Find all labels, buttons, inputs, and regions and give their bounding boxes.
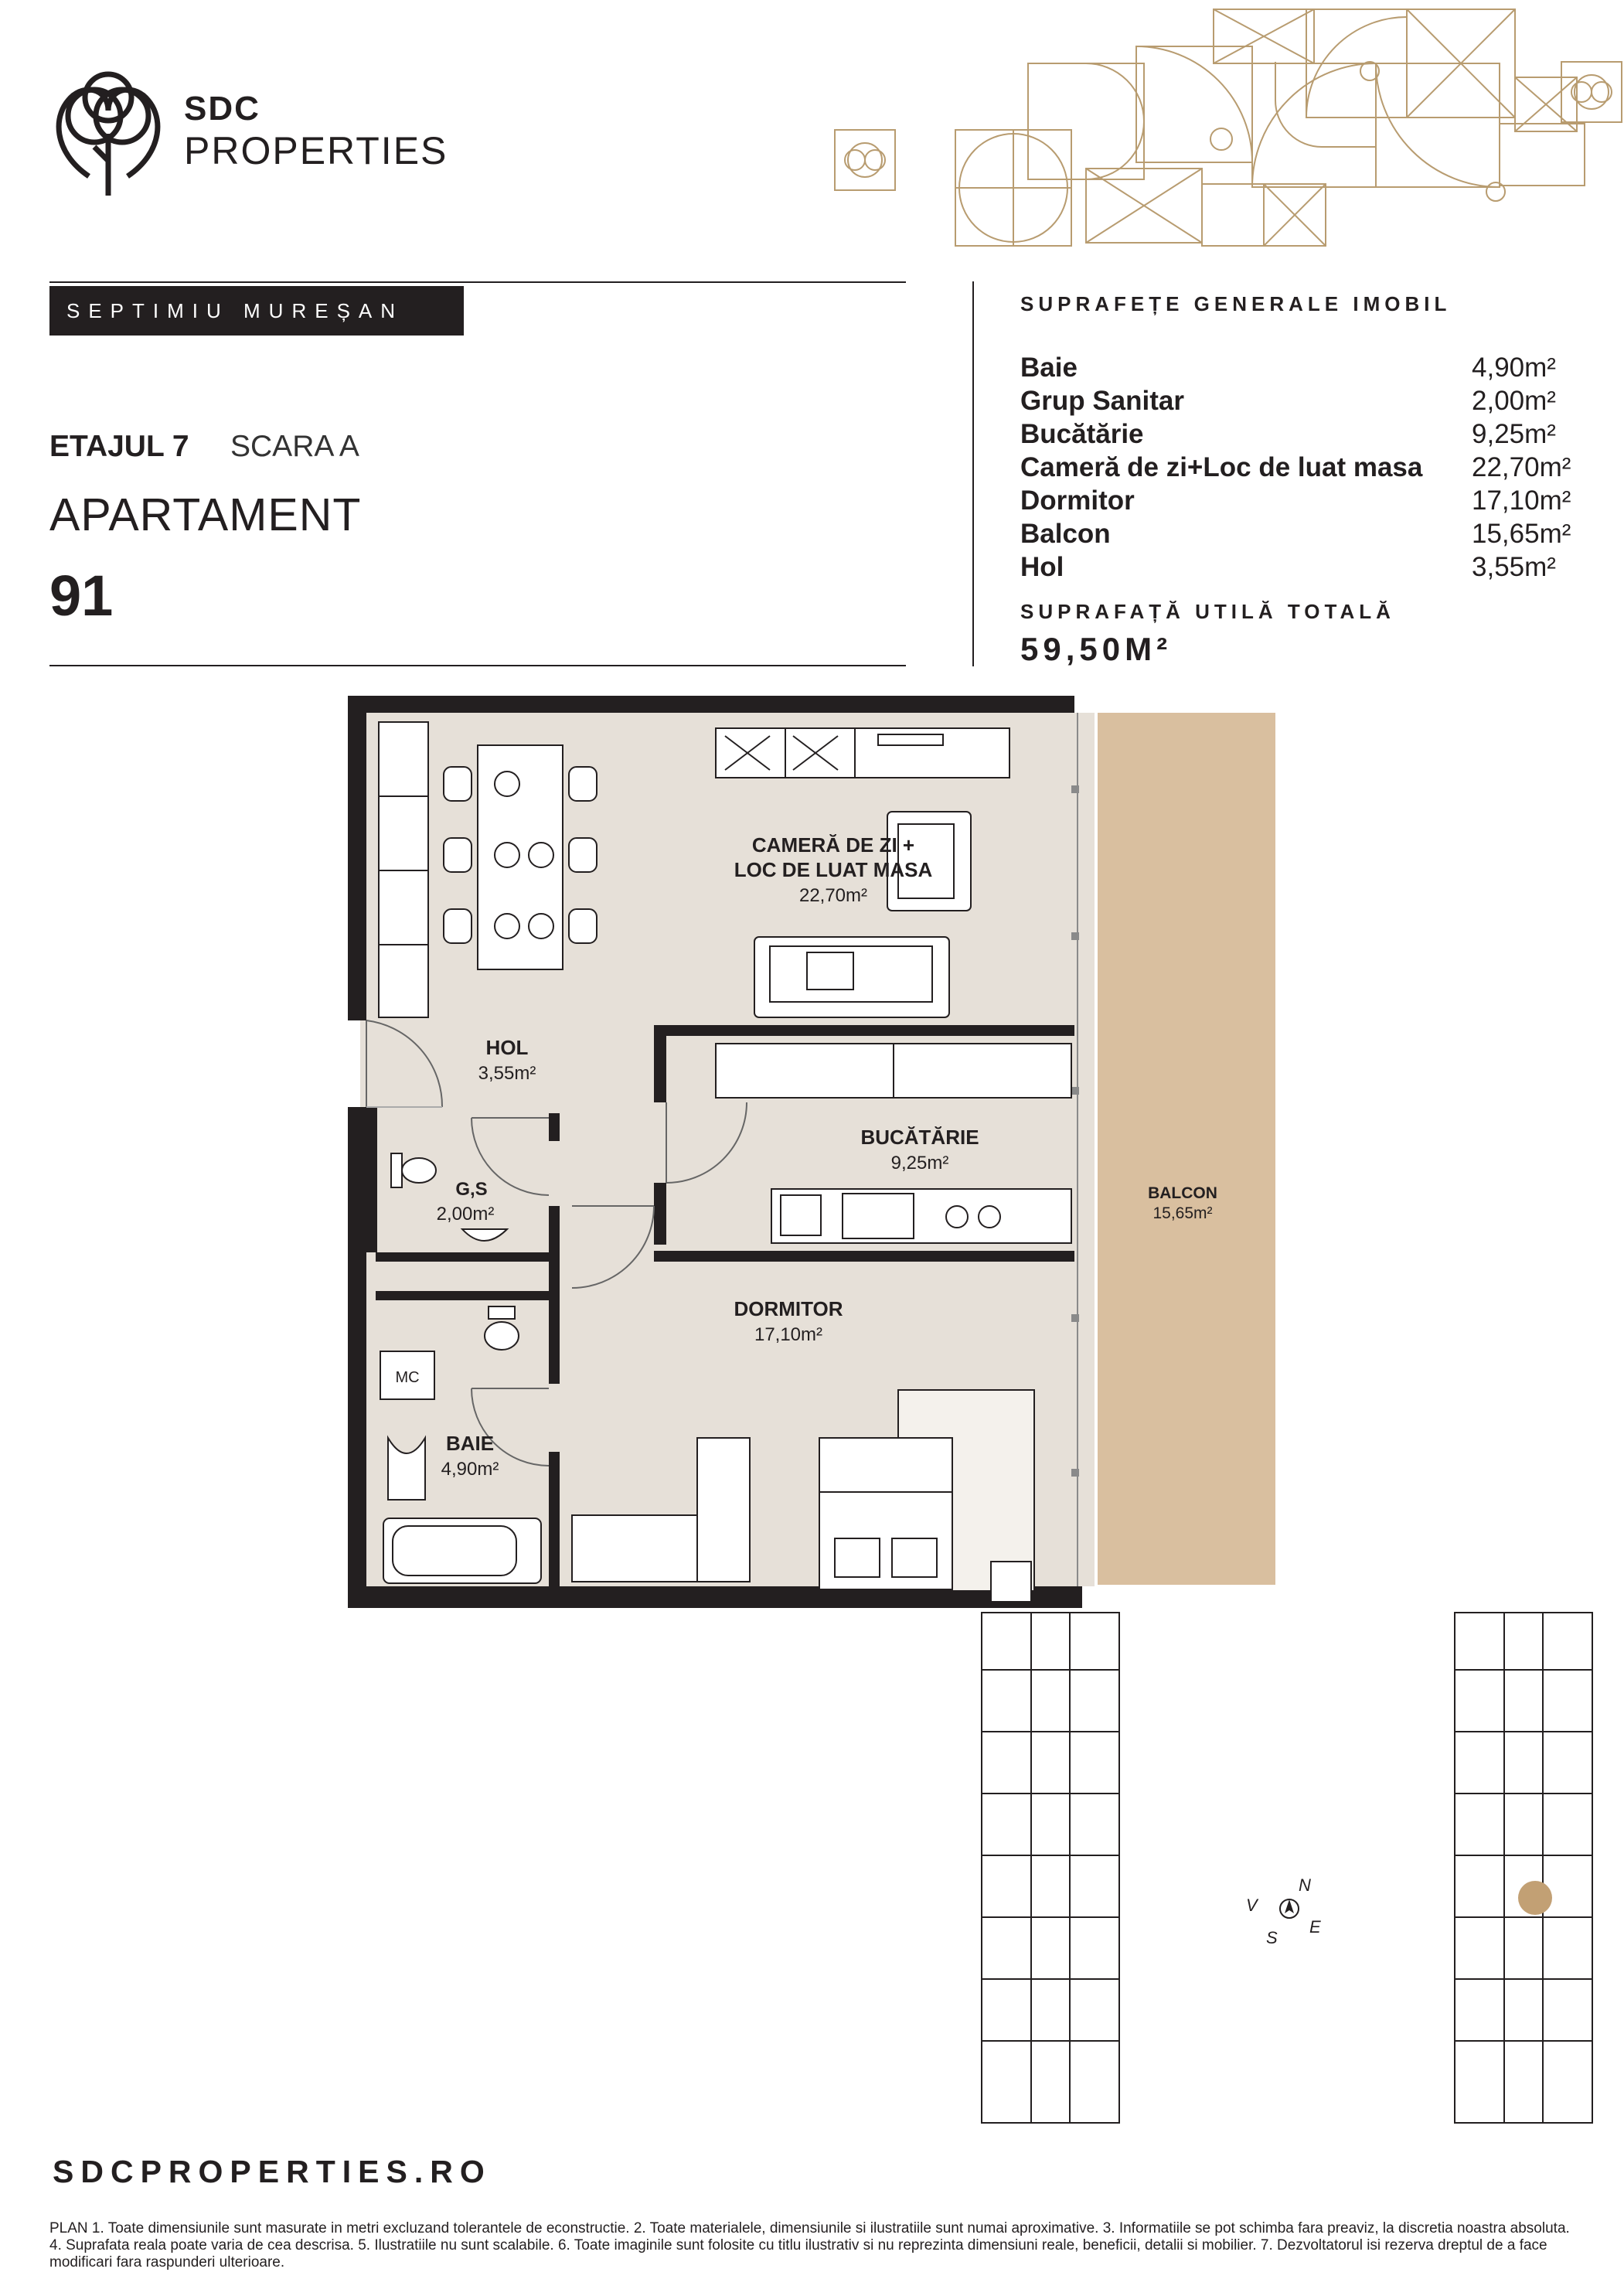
living-room-area: 22,70m² [799, 885, 867, 906]
balcony-title: BALCON [1148, 1184, 1217, 1202]
shelving [715, 727, 1010, 778]
balcony-area-label: 15,65m² [1152, 1204, 1212, 1222]
window-marks [1071, 785, 1079, 1477]
apartment-number: 91 [49, 564, 114, 628]
apartment-location-marker [1518, 1881, 1552, 1915]
brand-logo-icon [56, 71, 161, 196]
living-room-title: LOC DE LUAT MASA [734, 858, 933, 881]
vertical-divider [972, 281, 974, 666]
area-value: 4,90m² [1472, 353, 1556, 383]
location-badge: SEPTIMIU MUREȘAN [49, 286, 464, 336]
total-area-label: SUPRAFAȚĂ UTILĂ TOTALĂ [1020, 600, 1395, 623]
area-name: Grup Sanitar [1020, 386, 1184, 416]
area-value: 15,65m² [1472, 519, 1571, 549]
doors [366, 1020, 747, 1467]
area-value: 2,00m² [1472, 386, 1556, 416]
area-value: 9,25m² [1472, 419, 1556, 449]
area-row: Dormitor 17,10m² [1020, 485, 1592, 518]
area-row: Balcon 15,65m² [1020, 519, 1592, 551]
sofa [754, 936, 950, 1018]
area-row: Baie 4,90m² [1020, 353, 1592, 385]
disclaimer-text: PLAN 1. Toate dimensiunile sunt masurate… [49, 2220, 1570, 2270]
area-value: 22,70m² [1472, 452, 1571, 482]
kitchen-cabinets [715, 1043, 1072, 1244]
area-value: 17,10m² [1472, 485, 1571, 516]
compass-south: S [1266, 1928, 1278, 1947]
apartment-label: APARTAMENT [49, 489, 362, 540]
wardrobe [378, 721, 429, 1018]
bath-title: BAIE [446, 1432, 494, 1455]
bedroom-title: DORMITOR [734, 1297, 843, 1320]
floor-plan: CAMERĂ DE ZI + LOC DE LUAT MASA 22,70m² … [348, 696, 1275, 1608]
area-name: Baie [1020, 353, 1078, 383]
brand-name-line1: SDC [184, 90, 260, 128]
website-link[interactable]: SDCPROPERTIES.RO [53, 2154, 492, 2189]
kitchen-area: 9,25m² [891, 1153, 949, 1174]
compass-east: E [1309, 1917, 1321, 1937]
area-name: Hol [1020, 552, 1064, 582]
decorative-pattern-icon [834, 9, 1622, 247]
hall-area: 3,55m² [478, 1063, 536, 1084]
building-plan-left [981, 1612, 1120, 2124]
kitchen-title: BUCĂTĂRIE [860, 1126, 979, 1149]
area-row: Cameră de zi+Loc de luat masa 22,70m² [1020, 452, 1592, 485]
brand-name-line2: PROPERTIES [184, 129, 448, 172]
bath-fixtures [380, 1306, 542, 1584]
area-name: Bucătărie [1020, 419, 1144, 449]
walls [348, 696, 1082, 1608]
area-name: Balcon [1020, 519, 1111, 549]
bedroom-area: 17,10m² [754, 1324, 822, 1345]
armchair [887, 811, 972, 911]
mc-label: MC [395, 1369, 419, 1386]
compass-west: V [1246, 1896, 1259, 1915]
dining-table [443, 744, 598, 970]
living-room-title: CAMERĂ DE ZI + [752, 833, 914, 857]
bath-area: 4,90m² [441, 1459, 499, 1480]
bottom-divider [49, 665, 906, 666]
compass-north: N [1299, 1875, 1311, 1895]
stair-label: SCARA A [230, 430, 359, 463]
total-area-value: 59,50M² [1020, 631, 1173, 667]
bedroom-furniture [571, 1389, 1035, 1603]
area-row: Hol 3,55m² [1020, 552, 1592, 584]
top-divider [49, 281, 906, 283]
wc-area: 2,00m² [437, 1204, 495, 1225]
site-plans: N V E S [981, 1612, 1593, 2124]
balcony-area [1098, 713, 1275, 1585]
area-row: Bucătărie 9,25m² [1020, 419, 1592, 451]
area-row: Grup Sanitar 2,00m² [1020, 386, 1592, 418]
wc-title: G,S [455, 1179, 487, 1200]
floor-label: ETAJUL 7 [49, 430, 189, 463]
building-plan-right [1454, 1612, 1593, 2124]
areas-heading: SUPRAFEȚE GENERALE IMOBIL [1020, 292, 1452, 315]
area-name: Dormitor [1020, 485, 1135, 516]
toilet [390, 1153, 509, 1242]
area-value: 3,55m² [1472, 552, 1556, 582]
area-name: Cameră de zi+Loc de luat masa [1020, 452, 1423, 482]
hall-title: HOL [486, 1036, 529, 1059]
compass-icon: N V E S [1246, 1875, 1321, 1947]
